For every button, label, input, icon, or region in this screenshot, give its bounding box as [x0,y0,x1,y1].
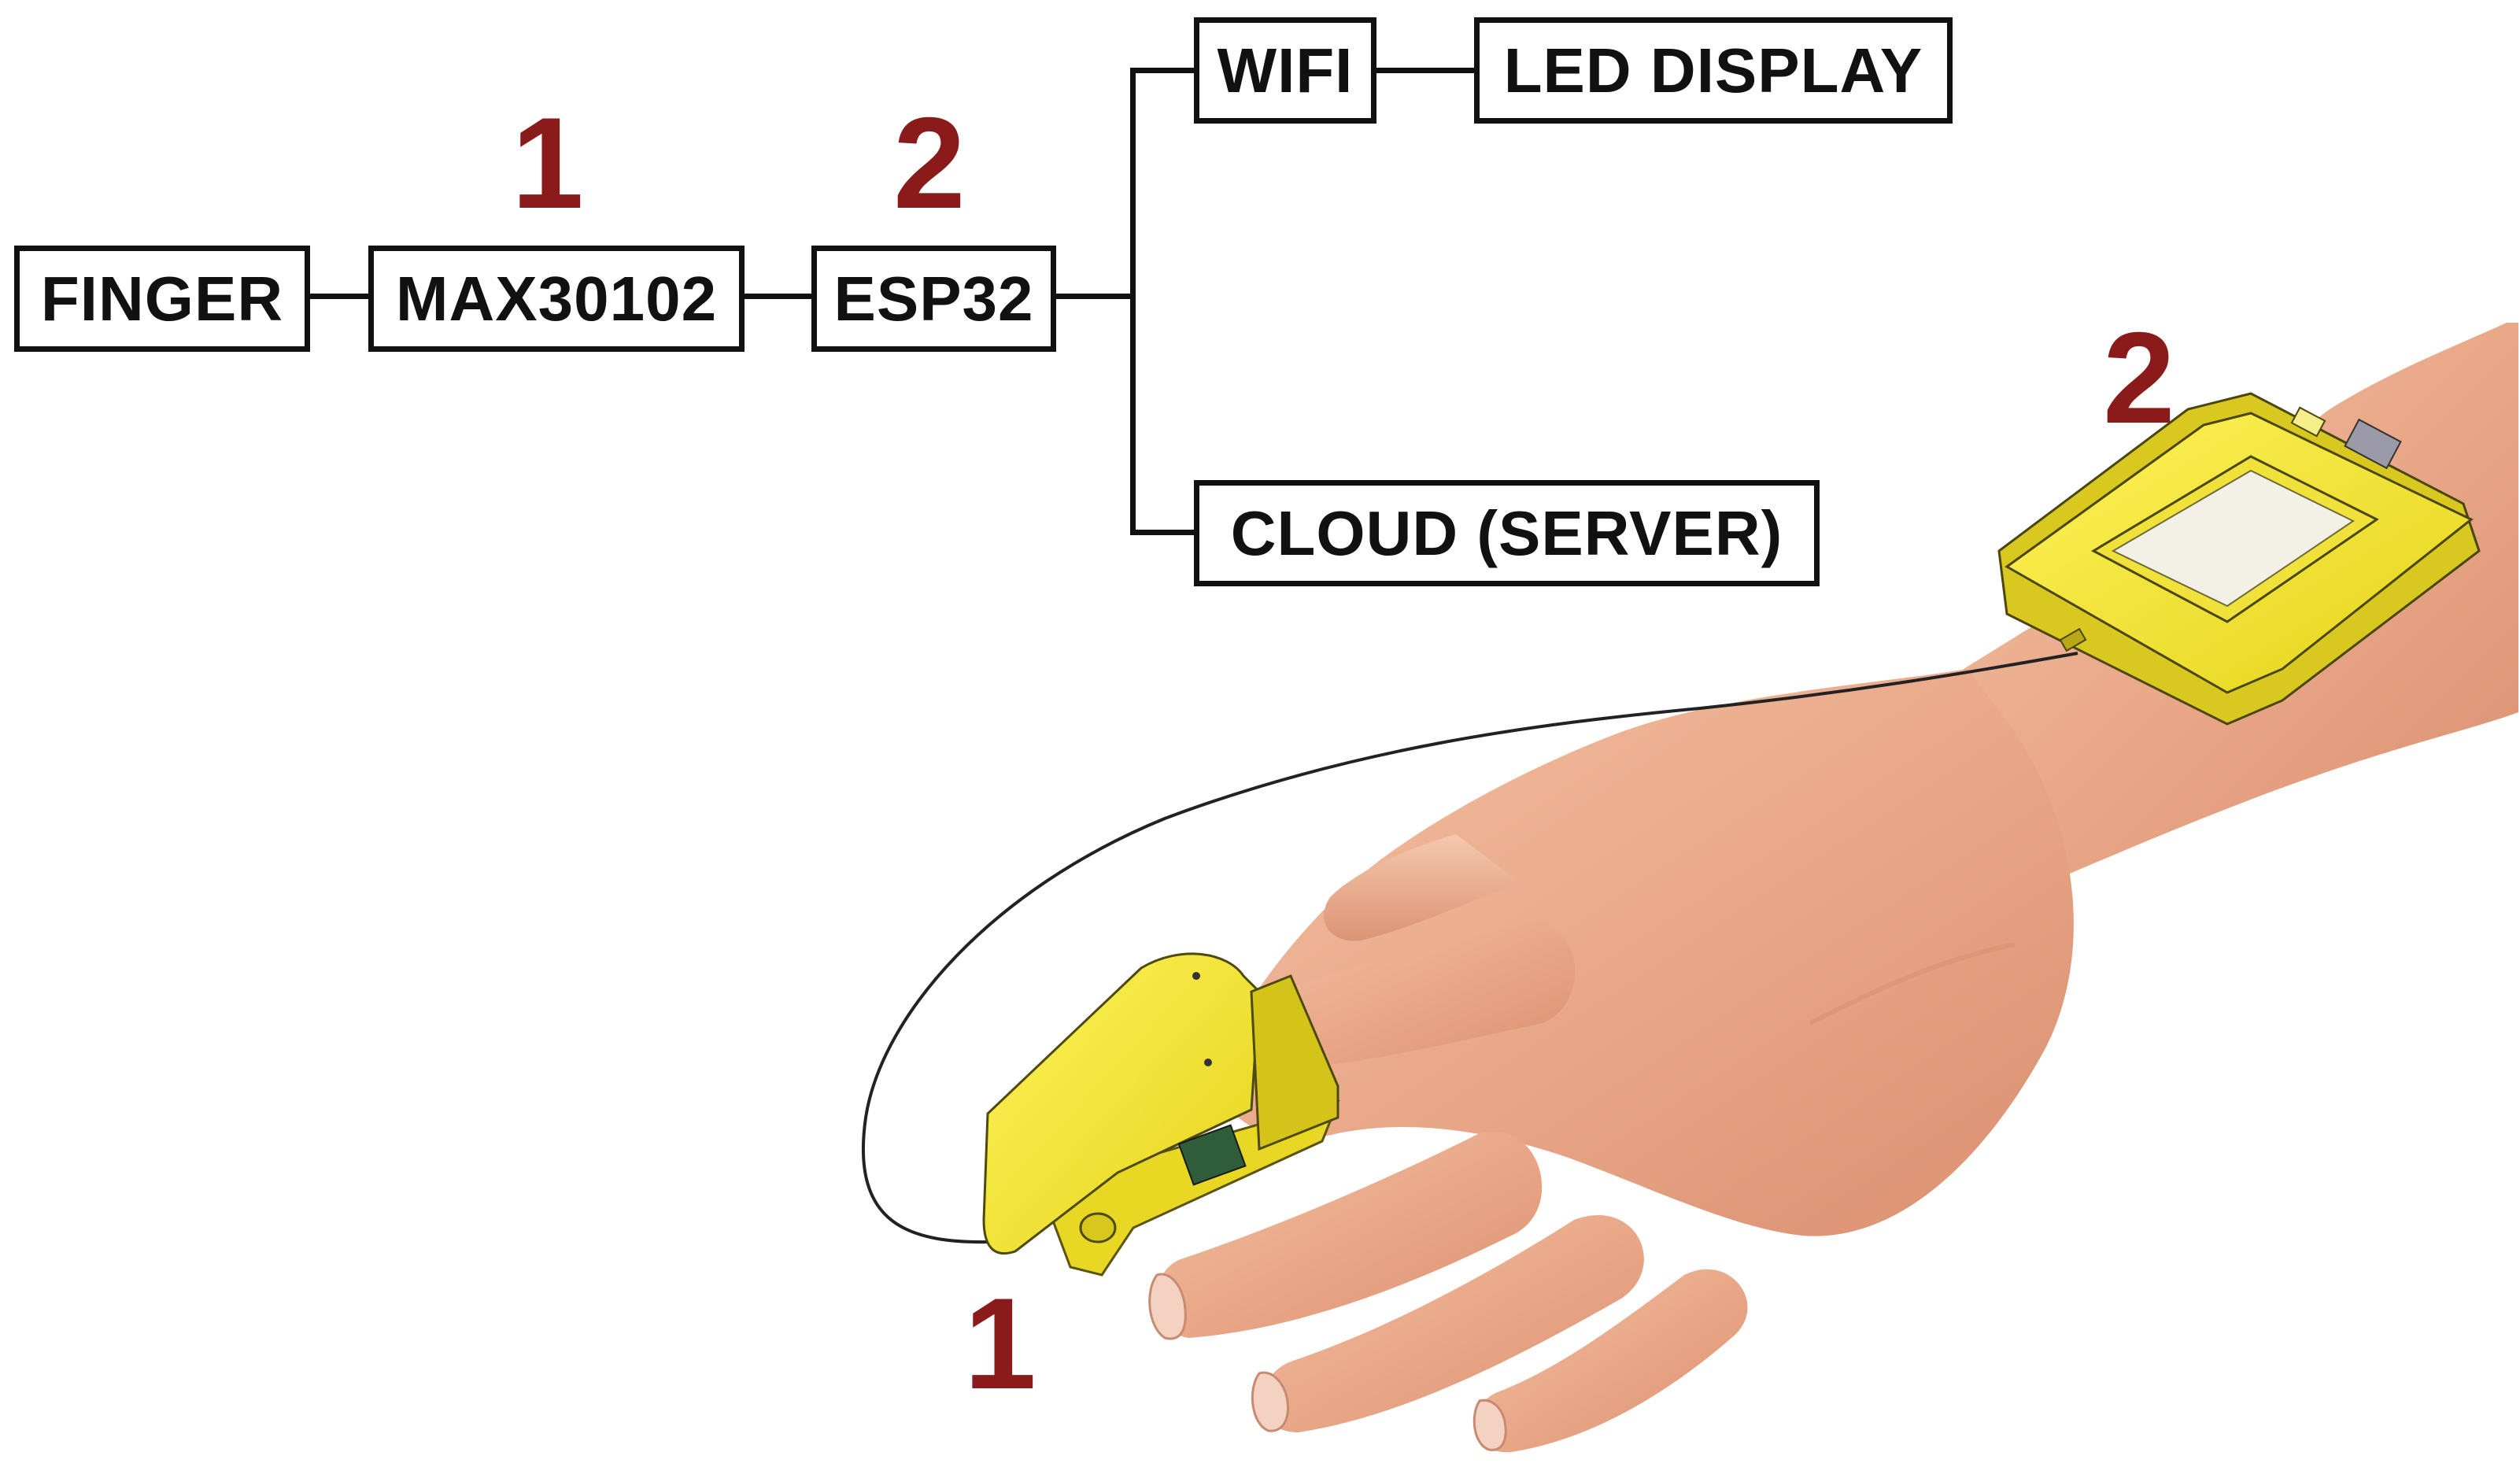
led-display-block: LED DISPLAY [1474,17,1953,124]
connector-to-cloud [1130,530,1198,535]
esp32-block: ESP32 [811,246,1056,352]
wifi-block: WIFI [1194,17,1376,124]
connector-vertical-trunk [1130,68,1136,535]
finger-sensor-hole [1079,1212,1117,1243]
cloud-server-block-label: CLOUD (SERVER) [1230,497,1783,568]
sensor-number-label: 1 [512,91,584,235]
sensor-cable [861,652,2078,1244]
middle-finger [1156,1131,1543,1338]
wifi-block-label: WIFI [1217,35,1354,105]
finger-sensor-side [1250,974,1339,1151]
esp32-number-label: 2 [893,91,966,235]
finger-sensor-body [982,952,1261,1255]
max30102-block-label: MAX30102 [395,263,718,334]
finger-sensor-screw [1192,972,1200,980]
finger-sensor-screw-2 [1204,1059,1212,1066]
hand-shading [1809,942,2016,1025]
connector-finger-sensor [307,294,371,299]
wrist-device-screen [2111,469,2355,608]
connector-esp32-branch [1053,294,1136,299]
finger-sensor-pcb [1177,1124,1247,1186]
connector-to-wifi [1130,68,1198,73]
finger-device-number-label: 1 [964,1271,1036,1416]
finger-block-label: FINGER [40,263,284,334]
connector-wifi-led [1373,68,1477,73]
index-finger [1251,921,1576,1070]
finger-block: FINGER [14,246,310,352]
little-fingernail [1472,1399,1507,1451]
led-display-block-label: LED DISPLAY [1503,35,1923,105]
esp32-block-label: ESP32 [833,263,1034,334]
middle-fingernail [1148,1273,1187,1340]
wrist-device-button [2290,406,2326,438]
wrist-device-usb-port [2344,418,2402,470]
finger-sensor-device [982,952,1340,1277]
wrist-device-number-label: 2 [2103,305,2175,450]
wrist-device [1997,392,2481,726]
connector-sensor-esp32 [741,294,815,299]
wrist-device-side-port [2059,627,2087,652]
max30102-block: MAX30102 [368,246,745,352]
back-of-hand [1212,669,2074,1236]
cloud-server-block: CLOUD (SERVER) [1194,480,1820,586]
ring-finger [1262,1214,1644,1432]
upper-finger [1324,834,1519,941]
ring-fingernail [1251,1371,1289,1432]
little-finger [1476,1269,1748,1453]
